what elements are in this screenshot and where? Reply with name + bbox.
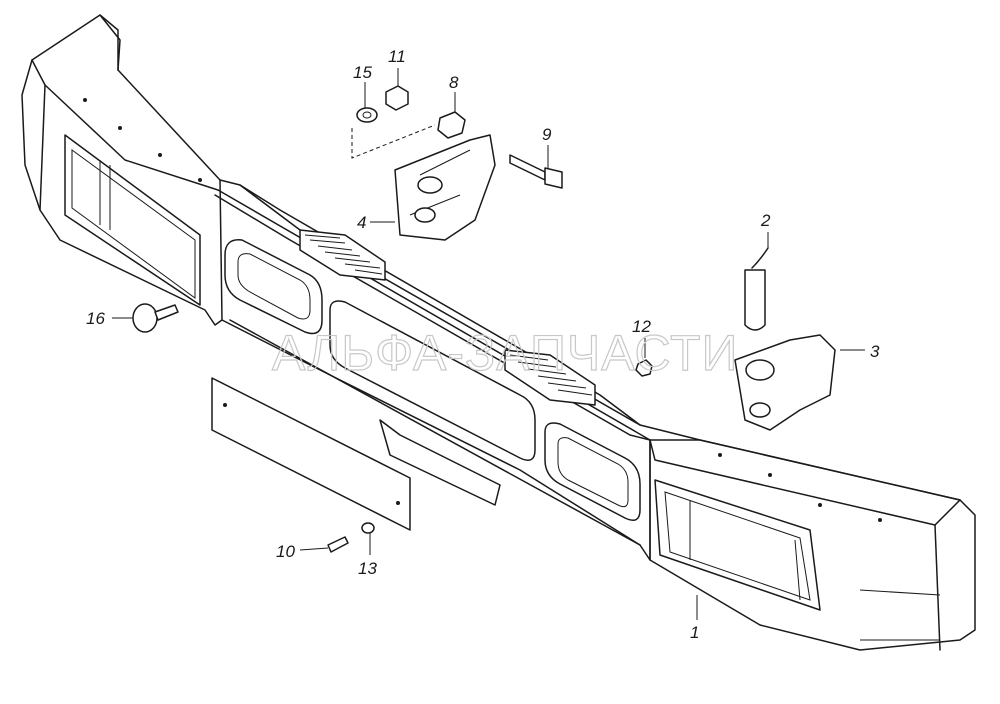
bumper-beam bbox=[21, 14, 976, 651]
watermark: АЛЬФА-ЗАПЧАСТИ bbox=[272, 325, 738, 381]
washer-13 bbox=[361, 522, 375, 534]
nut-11 bbox=[385, 85, 409, 111]
pin bbox=[744, 247, 769, 331]
callout-12: 12 bbox=[632, 317, 651, 336]
bolt bbox=[509, 154, 563, 189]
callout-3: 3 bbox=[870, 342, 880, 361]
callout-13: 13 bbox=[358, 559, 377, 578]
callout-9: 9 bbox=[542, 125, 552, 144]
leader-lines bbox=[112, 68, 865, 620]
bolt-16 bbox=[132, 303, 179, 333]
bracket-left bbox=[394, 134, 496, 241]
plate-panel bbox=[211, 377, 411, 531]
callout-8: 8 bbox=[449, 73, 459, 92]
callout-16: 16 bbox=[86, 309, 105, 328]
bracket-right bbox=[734, 334, 836, 431]
callout-1: 1 bbox=[690, 623, 699, 642]
callout-10: 10 bbox=[276, 542, 295, 561]
screw-10 bbox=[327, 536, 349, 553]
nut-12 bbox=[635, 359, 653, 377]
callout-4: 4 bbox=[357, 213, 366, 232]
washer-15 bbox=[356, 107, 378, 123]
callout-2: 2 bbox=[760, 211, 771, 230]
callout-15: 15 bbox=[353, 63, 372, 82]
nut-8 bbox=[437, 111, 466, 139]
callout-11: 11 bbox=[388, 47, 406, 66]
